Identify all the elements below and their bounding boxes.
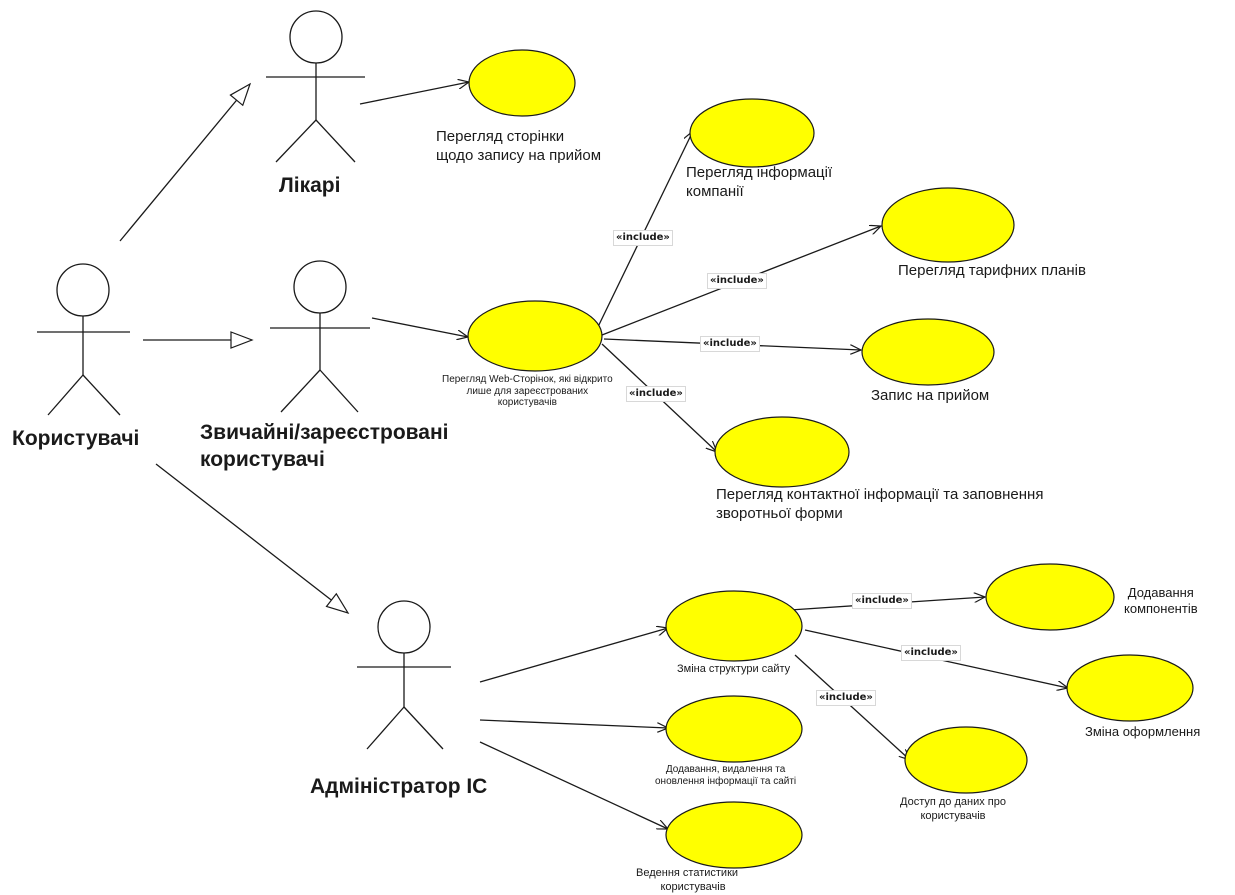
generalization-doctors [119, 82, 252, 242]
include-label-user-data: «include» [816, 690, 876, 706]
generalization-admin [155, 463, 350, 615]
assoc-admin-stats [479, 741, 668, 829]
include-label-contacts: «include» [626, 386, 686, 402]
include-label-company-info: «include» [613, 230, 673, 246]
actor-users-label: Користувачі [12, 427, 140, 450]
actor-doctors-label: Лікарі [279, 174, 341, 197]
usecase-doctor-page-label: Перегляд сторінки щодо запису на прийом [436, 128, 602, 164]
assoc-admin-structure [479, 628, 668, 683]
usecase-tariffs [881, 187, 1015, 263]
assoc-admin-info [479, 719, 668, 728]
usecase-site-info-label: Додавання, видалення та оновлення інформ… [655, 764, 797, 787]
usecase-site-info [665, 695, 803, 763]
usecase-statistics-label: Ведення статистики користувачів [636, 867, 739, 893]
usecase-user-data [904, 726, 1028, 794]
usecase-doctor-page [468, 49, 576, 117]
usecase-design-change [1066, 654, 1194, 722]
usecase-contacts [714, 416, 850, 488]
include-label-add-components: «include» [852, 593, 912, 609]
assoc-regular-webpages [371, 317, 468, 337]
usecase-web-pages [467, 300, 603, 372]
include-label-design: «include» [901, 645, 961, 661]
actor-regular-users [270, 260, 370, 413]
usecase-statistics [665, 801, 803, 869]
usecase-company-info [689, 98, 815, 168]
usecase-company-info-label: Перегляд інформації компанії [686, 164, 833, 200]
usecase-appointment [861, 318, 995, 386]
usecase-user-data-label: Доступ до даних про користувачів [900, 796, 1006, 822]
usecase-contacts-label: Перегляд контактної інформації та заповн… [716, 486, 1044, 522]
usecase-web-pages-label: Перегляд Web-Сторінок, які відкрито лише… [442, 374, 613, 408]
usecase-design-change-label: Зміна оформлення [1085, 724, 1201, 739]
include-label-appointment: «include» [700, 336, 760, 352]
actor-users [37, 263, 130, 416]
actor-admin [357, 600, 451, 750]
assoc-doctors-page [359, 82, 469, 105]
usecase-add-components-label: Додавання компонентів [1124, 585, 1198, 617]
include-label-tariffs: «include» [707, 273, 767, 289]
include-user-data [794, 654, 910, 760]
actor-admin-label: Адміністратор ІС [310, 775, 488, 798]
actor-doctors [266, 10, 365, 163]
usecase-appointment-label: Запис на прийом [871, 387, 990, 404]
usecase-site-structure-label: Зміна структури сайту [677, 663, 791, 675]
usecase-tariffs-label: Перегляд тарифних планів [898, 262, 1086, 279]
usecase-add-components [985, 563, 1115, 631]
actor-regular-label: Звичайні/зареєстровані користувачі [200, 421, 449, 472]
usecase-site-structure [665, 590, 803, 662]
